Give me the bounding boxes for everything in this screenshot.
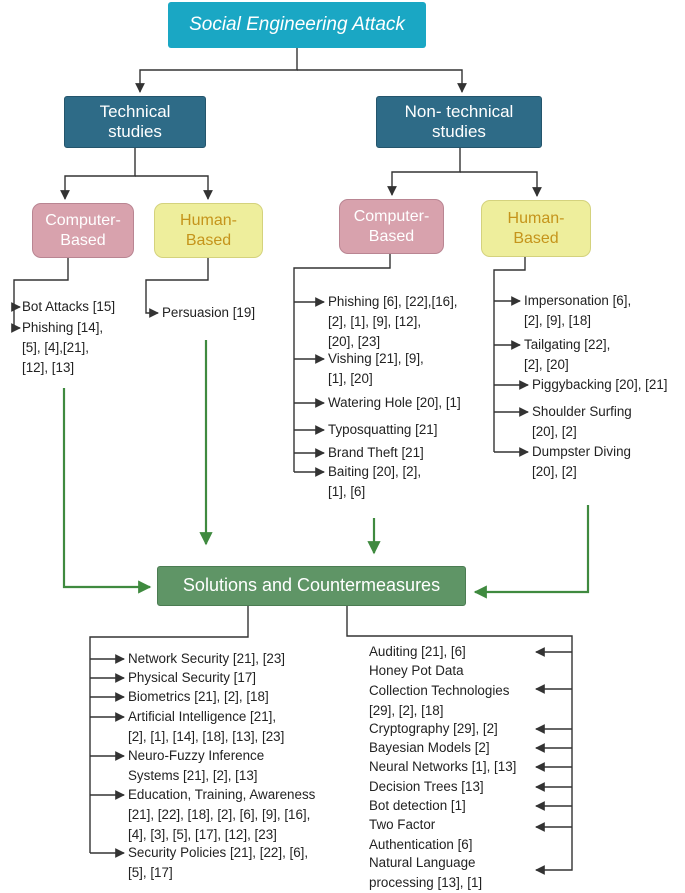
list-item: Tailgating [22],[2], [20]: [524, 337, 611, 372]
technical-title-line-2: studies: [108, 122, 162, 141]
list-item: Neural Networks [1], [13]: [369, 759, 517, 774]
tech-computer-title-line-2: Based: [60, 231, 106, 249]
list-item: Piggybacking [20], [21]: [532, 377, 668, 392]
list-item: Artificial Intelligence [21],[2], [1], […: [128, 709, 285, 744]
list-item: Brand Theft [21]: [328, 445, 424, 460]
technical-human-based-node: Human-Based: [154, 203, 263, 258]
nontechnical-computer-based-node: Computer-Based: [339, 199, 444, 254]
list-item: Bayesian Models [2]: [369, 740, 490, 755]
connector-technical-computer: [60, 148, 136, 200]
nontechnical-title-line-1: Non- technical: [404, 101, 514, 121]
connector-nontech-human-trunk: [493, 257, 526, 452]
list-item: Vishing [21], [9],[1], [20]: [328, 351, 424, 386]
tech-computer-title-line-1: Computer-: [45, 212, 121, 230]
connector-solutions-right-trunk: [346, 606, 573, 875]
list-item: Persuasion [19]: [162, 305, 256, 320]
nontech-computer-title-line-2: Based: [368, 227, 415, 245]
list-item: Auditing [21], [6]: [369, 644, 466, 659]
list-item: Bot detection [1]: [369, 798, 466, 813]
nontechnical-human-based-node: Human-Based: [481, 200, 591, 257]
connector-solutions-left-trunk: [89, 606, 249, 853]
list-item: Dumpster Diving[20], [2]: [532, 444, 631, 479]
connector-tech-human-trunk: [145, 258, 209, 318]
nontech-human-title-line-1: Human-: [507, 210, 565, 228]
tech-human-title-line-2: Based: [185, 231, 232, 249]
nontech-human-title-line-2: Based: [513, 229, 559, 247]
list-item: Bot Attacks [15]: [22, 299, 116, 314]
nontech-computer-title-line-1: Computer-: [353, 208, 430, 226]
list-item: Watering Hole [20], [1]: [328, 395, 461, 410]
connector-nontechnical-computer: [387, 148, 461, 196]
list-item: Decision Trees [13]: [369, 779, 484, 794]
list-item: Network Security [21], [23]: [128, 651, 286, 666]
green-arrow-tech-computer: [62, 388, 152, 594]
list-item: Physical Security [17]: [128, 670, 257, 685]
root-node: Social Engineering Attack: [168, 2, 426, 48]
list-item: Phishing [14],[5], [4],[21],[12], [13]: [22, 320, 104, 375]
connector-nontech-computer-trunk: [293, 254, 391, 472]
technical-computer-based-node: Computer-Based: [32, 203, 134, 258]
nontechnical-title-line-2: studies: [432, 122, 486, 141]
connector-root-technical: [135, 48, 298, 93]
solutions-node: Solutions and Countermeasures: [157, 566, 466, 606]
list-item: Impersonation [6],[2], [9], [18]: [524, 293, 632, 328]
list-item: Security Policies [21], [22], [6],[5], […: [128, 845, 309, 880]
solutions-title: Solutions and Countermeasures: [182, 575, 441, 596]
tech-human-title-line-1: Human-: [180, 212, 237, 230]
root-label: Social Engineering Attack: [189, 13, 405, 35]
list-item: Phishing [6], [22],[16],[2], [1], [9], […: [328, 294, 458, 349]
list-item: Biometrics [21], [2], [18]: [128, 689, 269, 704]
technical-title-line-1: Technical: [99, 101, 171, 121]
connector-technical-human: [135, 175, 213, 200]
list-item: Education, Training, Awareness[21], [22]…: [128, 787, 316, 842]
list-item: Baiting [20], [2],[1], [6]: [328, 464, 422, 499]
green-arrow-nontech-human: [473, 505, 590, 599]
connector-nontechnical-human: [460, 171, 542, 197]
list-item: Shoulder Surfing[20], [2]: [532, 404, 632, 439]
list-item: Cryptography [29], [2]: [369, 721, 498, 736]
connector-root-nontechnical: [297, 69, 467, 93]
list-item: Typosquatting [21]: [328, 422, 438, 437]
